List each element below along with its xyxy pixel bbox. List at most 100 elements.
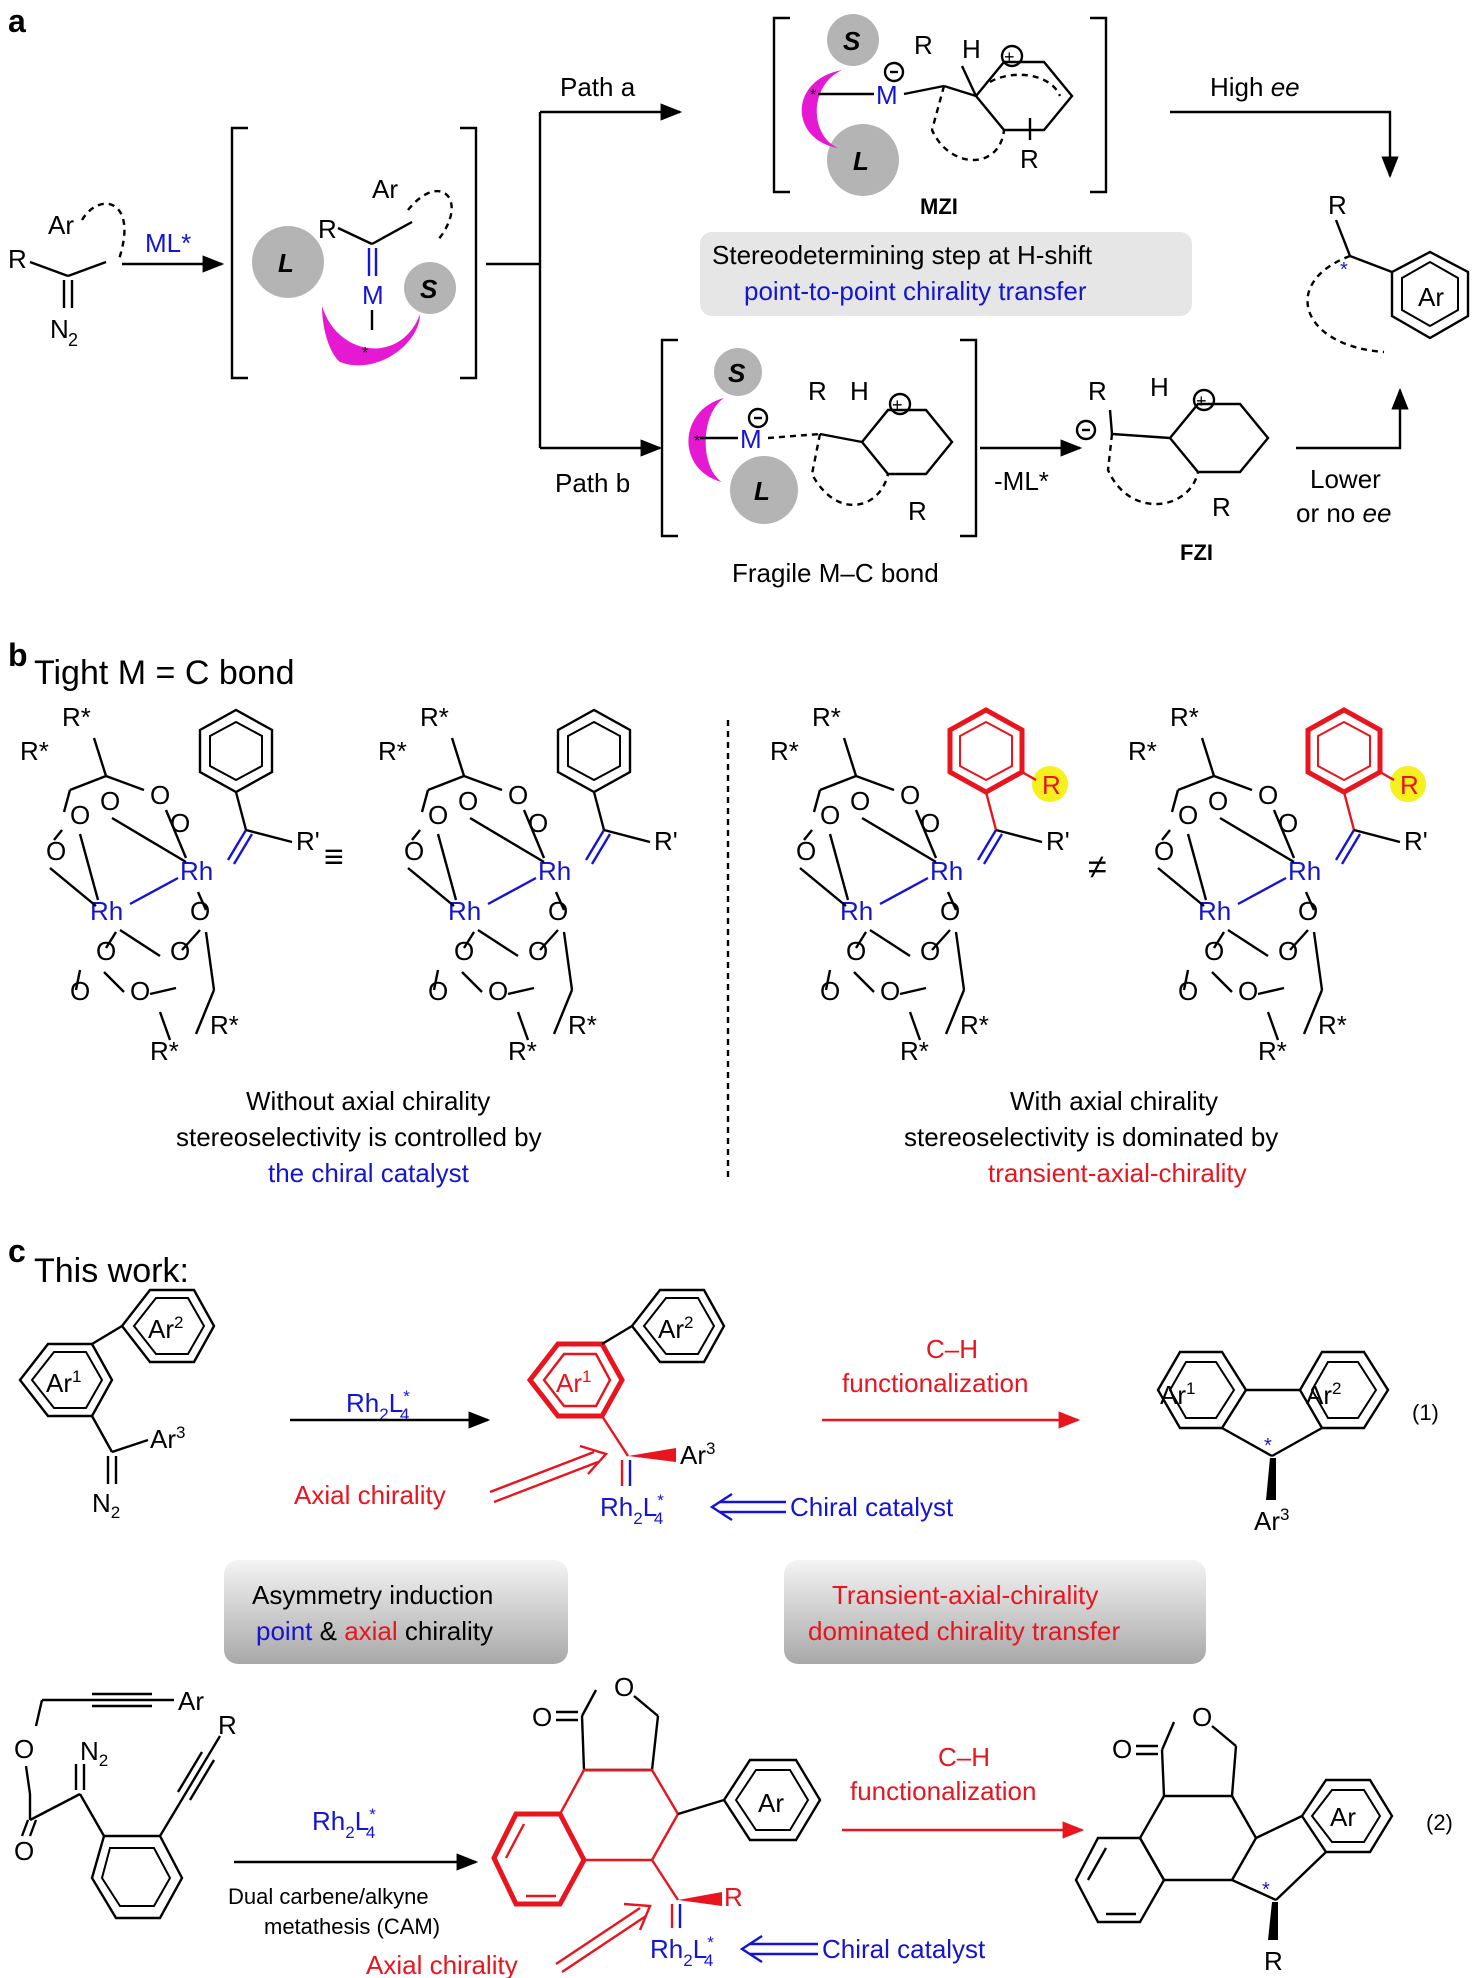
svg-text:Ar: Ar — [178, 1686, 204, 1716]
rstar-label: R* — [568, 1010, 597, 1040]
svg-text:M: M — [876, 80, 898, 110]
svg-text:S: S — [728, 358, 746, 388]
svg-text:+: + — [892, 395, 903, 415]
oxygen-label: O — [1298, 896, 1318, 926]
oxygen-label: O — [528, 808, 548, 838]
rstar-label: R* — [1128, 736, 1157, 766]
rh-lower-label: Rh — [1198, 896, 1231, 926]
svg-text:point-to-point chirality trans: point-to-point chirality transfer — [744, 276, 1087, 306]
high-ee-label: High ee — [1210, 72, 1300, 102]
rh-lower-label: Rh — [90, 896, 123, 926]
svg-text:H: H — [850, 376, 869, 406]
svg-text:R: R — [724, 1882, 743, 1912]
svg-text:L: L — [853, 146, 869, 176]
eq2-axial-open-arrow — [555, 1902, 652, 1973]
eq2-product: O O Ar * R — [1074, 1702, 1394, 1976]
cam-label-2: metathesis (CAM) — [264, 1914, 440, 1939]
identity-symbol: ≡ — [324, 838, 344, 876]
eq2-axial-chirality-label: Axial chirality — [366, 1950, 518, 1978]
svg-text:FZI: FZI — [1180, 540, 1213, 565]
svg-text:R: R — [8, 244, 27, 274]
cam-label-1: Dual carbene/alkyne — [228, 1884, 429, 1909]
arrow-high-ee — [1170, 110, 1399, 179]
svg-text:Ar1: Ar1 — [46, 1367, 81, 1398]
eq1-ch-label-2: functionalization — [842, 1368, 1028, 1398]
svg-text:Rh2L*4: Rh2L*4 — [600, 1491, 664, 1528]
oxygen-label: O — [70, 800, 90, 830]
oxygen-label: O — [820, 800, 840, 830]
left-caption-line2: stereoselectivity is controlled by — [176, 1122, 542, 1152]
oxygen-label: O — [548, 896, 568, 926]
svg-text:R: R — [1328, 190, 1347, 220]
rstar-label: R* — [378, 736, 407, 766]
svg-text:O: O — [1192, 1702, 1212, 1732]
svg-text:Ar2: Ar2 — [658, 1313, 693, 1344]
r-prime-label: R' — [1404, 826, 1428, 856]
svg-text:+: + — [1004, 47, 1015, 67]
svg-text:Ar2: Ar2 — [148, 1313, 183, 1344]
oxygen-label: O — [170, 936, 190, 966]
eq1-product: Ar1 Ar2 * Ar3 — [1156, 1350, 1390, 1536]
svg-text:MZI: MZI — [920, 194, 958, 219]
oxygen-label: O — [46, 836, 66, 866]
svg-text:N2: N2 — [92, 1488, 120, 1522]
oxygen-label: O — [1154, 836, 1174, 866]
rstar-label: R* — [900, 1036, 929, 1066]
left-caption-line3: the chiral catalyst — [268, 1158, 470, 1188]
eq1-chiral-catalyst-label: Chiral catalyst — [790, 1492, 954, 1522]
ml-reagent-label: ML* — [145, 228, 191, 258]
oxygen-label: O — [428, 800, 448, 830]
eq1-ch-label-1: C–H — [926, 1334, 978, 1364]
oxygen-label: O — [1278, 936, 1298, 966]
svg-text:H: H — [1150, 372, 1169, 402]
oxygen-label: O — [1208, 786, 1228, 816]
oxygen-label: O — [70, 976, 90, 1006]
panel-c-title: This work: — [34, 1252, 189, 1290]
svg-text:Ar1: Ar1 — [556, 1367, 591, 1398]
right-caption-line3: transient-axial-chirality — [988, 1158, 1247, 1188]
svg-text:O: O — [14, 1734, 34, 1764]
oxygen-label: O — [1204, 936, 1224, 966]
oxygen-label: O — [1178, 976, 1198, 1006]
eq1-axial-chirality-label: Axial chirality — [294, 1480, 446, 1510]
svg-text:S: S — [420, 274, 438, 304]
svg-text:*: * — [1264, 1435, 1272, 1457]
svg-text:O: O — [532, 1702, 552, 1732]
oxygen-label: O — [880, 976, 900, 1006]
rstar-label: R* — [1258, 1036, 1287, 1066]
svg-text:*: * — [810, 87, 816, 104]
oxygen-label: O — [170, 808, 190, 838]
eq2-starting-material: Ar O O N2 R — [14, 1686, 237, 1920]
oxygen-label: O — [508, 780, 528, 810]
stereodetermining-box: Stereodetermining step at H-shift point-… — [700, 232, 1192, 316]
svg-text:R: R — [1020, 144, 1039, 174]
r-prime-label: R' — [296, 826, 320, 856]
svg-text:*: * — [1340, 259, 1348, 281]
arrow-lower-ee — [1296, 387, 1409, 450]
rstar-label: R* — [420, 702, 449, 732]
svg-text:*: * — [694, 433, 700, 450]
right-caption-line2: stereoselectivity is dominated by — [904, 1122, 1278, 1152]
path-b-intermediate: S L * M R H + R Fragile M–C bond — [660, 338, 978, 588]
oxygen-label: O — [820, 976, 840, 1006]
svg-text:Ar: Ar — [758, 1788, 784, 1818]
metal-carbene-intermediate: L S * Ar R M — [230, 126, 478, 380]
eq1-intermediate: Ar1 Ar2 Ar3 Rh2L*4 — [526, 1288, 726, 1528]
ortho-substituent-label: R — [1042, 770, 1061, 800]
svg-text:point & axial chirality: point & axial chirality — [256, 1616, 493, 1646]
rstar-label: R* — [210, 1010, 239, 1040]
rstar-label: R* — [62, 702, 91, 732]
lower-ee-line1: Lower — [1310, 464, 1381, 494]
svg-text:R: R — [914, 30, 933, 60]
svg-text:R: R — [1212, 492, 1231, 522]
svg-text:O: O — [14, 1836, 34, 1866]
rstar-label: R* — [20, 736, 49, 766]
path-b-label: Path b — [555, 468, 630, 498]
svg-text:R: R — [1088, 376, 1107, 406]
svg-text:+: + — [1196, 391, 1207, 411]
